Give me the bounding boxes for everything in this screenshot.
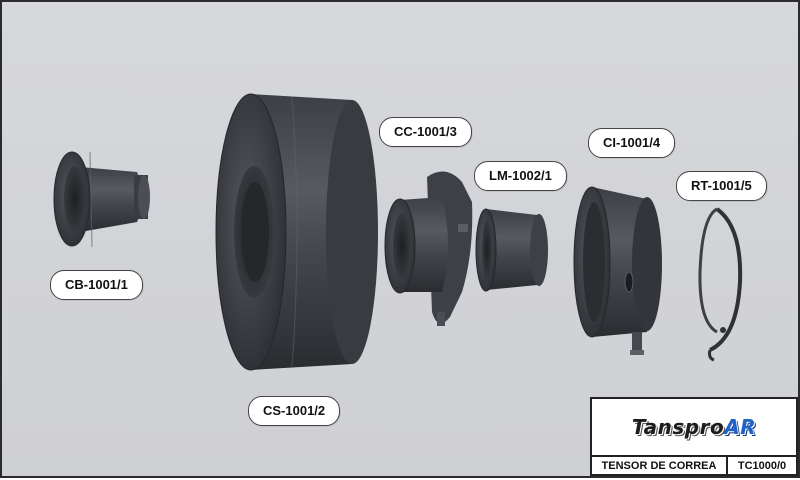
- drawing-number: TC1000/0: [737, 459, 787, 472]
- title-block: TansproAR TENSOR DE CORREA TC1000/0: [590, 397, 798, 476]
- label-lm-1002-1: LM-1002/1: [474, 161, 567, 191]
- cover-ci: [573, 186, 662, 355]
- retaining-ring-rt: [698, 207, 743, 362]
- logo-wordmark: TansproAR: [632, 415, 756, 439]
- label-ci-1001-4: CI-1001/4: [588, 128, 676, 158]
- company-logo: TansproAR: [592, 399, 796, 457]
- label-cs-1001-2: CS-1001/2: [248, 396, 341, 426]
- housing-cc: [384, 171, 473, 326]
- sleeve-lm: [475, 208, 548, 292]
- label-rt-1001-5: RT-1001/5: [676, 171, 767, 201]
- bushing-cb: [53, 151, 150, 248]
- title-row: TENSOR DE CORREA TC1000/0: [592, 457, 796, 474]
- logo-part-2: AR: [724, 415, 757, 439]
- drawing-description: TENSOR DE CORREA: [592, 457, 728, 474]
- logo-part-1: Tanspro: [631, 415, 725, 439]
- roller-cs: [215, 93, 378, 371]
- label-cb-1001-1: CB-1001/1: [50, 270, 143, 300]
- label-cc-1001-3: CC-1001/3: [379, 117, 472, 147]
